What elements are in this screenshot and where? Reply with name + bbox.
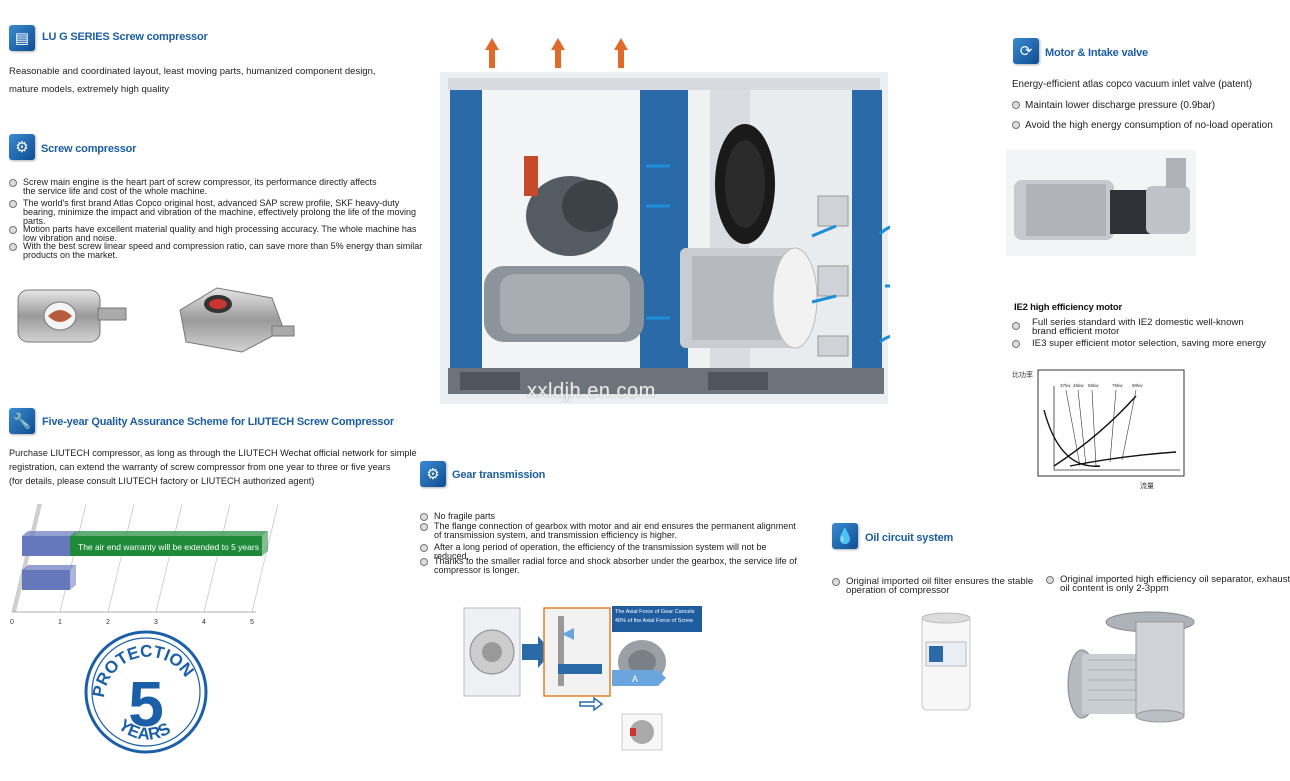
warranty-bar-side bbox=[262, 531, 268, 556]
airflow-arrows bbox=[646, 164, 890, 344]
bullet-icon bbox=[420, 544, 428, 552]
lug-series-title: LU G SERIES Screw compressor bbox=[42, 31, 208, 43]
bullet-icon bbox=[832, 578, 840, 586]
gear-bullet-3: After a long period of operation, the ef… bbox=[420, 543, 804, 561]
screw-rotor-housing-photo bbox=[179, 287, 295, 353]
chart-x-tick: 5 bbox=[250, 619, 254, 626]
badge-number: 5 bbox=[128, 668, 164, 740]
curve-x-label: 流量 bbox=[1140, 481, 1154, 490]
bullet-icon bbox=[9, 226, 17, 234]
screw-compressor-title: Screw compressor bbox=[41, 143, 137, 155]
refresh-icon: ⟳ bbox=[1013, 38, 1039, 64]
warranty-bar bbox=[22, 536, 70, 556]
gear-callout: The Axial Force of Gear Cancels 40% of t… bbox=[612, 606, 702, 632]
screw-bullet-4: With the best screw linear speed and com… bbox=[9, 242, 423, 260]
curve-tick: 55kw bbox=[1088, 383, 1099, 388]
screw-bullet-2: The world's first brand Atlas Copco orig… bbox=[9, 199, 428, 226]
ie2-bullet-1: Full series standard with IE2 domestic w… bbox=[1012, 318, 1262, 336]
wrench-icon: 🔧 bbox=[9, 408, 35, 434]
curve-tick: 75kw bbox=[1112, 383, 1123, 388]
oil-drop-icon: 💧 bbox=[832, 523, 858, 549]
valve-bullet-1: Maintain lower discharge pressure (0.9ba… bbox=[1012, 101, 1215, 111]
chart-gridline-slant bbox=[107, 503, 135, 613]
bullet-icon bbox=[420, 523, 428, 531]
bullet-icon bbox=[1012, 101, 1020, 110]
bullet-icon bbox=[1012, 121, 1020, 130]
warranty-desc-1: Purchase LIUTECH compressor, as long as … bbox=[9, 448, 417, 458]
gear-bullet-1: No fragile parts bbox=[420, 512, 804, 521]
chart-x-tick: 4 bbox=[202, 619, 206, 626]
warranty-bar-side bbox=[70, 565, 76, 590]
warranty-chart: 0 1 2 3 4 5 The air end warranty will be exten… bbox=[10, 503, 279, 626]
oil-bullet-2: Original imported high efficiency oil se… bbox=[1046, 575, 1290, 593]
lug-desc-2: mature models, extremely high quality bbox=[9, 84, 169, 95]
watermark: xxldjh.en.com bbox=[527, 380, 656, 402]
chart-gridline-slant bbox=[251, 503, 279, 613]
chart-gridline-slant bbox=[203, 503, 231, 613]
bullet-icon bbox=[420, 513, 428, 521]
axial-force-marker: A bbox=[632, 674, 638, 684]
gear-bullet-2: The flange connection of gearbox with mo… bbox=[420, 522, 804, 540]
motor-intake-valve-photo bbox=[1006, 150, 1196, 256]
curve-tick: 37kw bbox=[1060, 383, 1071, 388]
warranty-desc-3: (for details, please consult LIUTECH fac… bbox=[9, 476, 315, 486]
oil-filter-photo bbox=[921, 612, 971, 711]
chart-wall-edge bbox=[12, 504, 42, 612]
warranty-title: Five-year Quality Assurance Scheme for L… bbox=[42, 416, 394, 428]
bullet-icon bbox=[1012, 340, 1020, 348]
gears-icon: ⚙ bbox=[9, 134, 35, 160]
warranty-bar-top bbox=[22, 565, 76, 570]
oil-separator-photo bbox=[1067, 611, 1195, 723]
chart-gridline-slant bbox=[11, 503, 39, 613]
bullet-icon bbox=[1046, 576, 1054, 584]
screw-air-end-photo bbox=[17, 289, 127, 343]
warranty-desc-2: registration, can extend the warranty of… bbox=[9, 462, 391, 472]
compressor-cutaway-illustration bbox=[440, 38, 890, 404]
bullet-icon bbox=[9, 243, 17, 251]
chart-gridline-slant bbox=[59, 503, 87, 613]
bullet-icon bbox=[420, 558, 428, 566]
ie2-motor-title: IE2 high efficiency motor bbox=[1014, 302, 1122, 313]
bullet-icon bbox=[9, 200, 17, 208]
oil-bullet-1: Original imported oil filter ensures the… bbox=[832, 577, 1046, 595]
chart-x-tick: 1 bbox=[58, 619, 62, 626]
ie2-bullet-2: IE3 super efficient motor selection, sav… bbox=[1012, 339, 1290, 348]
motor-intake-title: Motor & Intake valve bbox=[1045, 47, 1148, 59]
curve-tick: 90kw bbox=[1132, 383, 1143, 388]
curve-y-label: 比功率 bbox=[1012, 370, 1033, 379]
warranty-bar-top bbox=[22, 531, 76, 536]
chart-gridline-slant bbox=[155, 503, 183, 613]
screw-bullet-3: Motion parts have excellent material qua… bbox=[9, 225, 428, 243]
chart-x-tick: 3 bbox=[154, 619, 158, 626]
warranty-bar-label: The air end warranty will be extended to… bbox=[78, 542, 259, 552]
book-icon: ▤ bbox=[9, 25, 35, 51]
chart-x-tick: 2 bbox=[106, 619, 110, 626]
gearbox-diagram: A bbox=[463, 607, 666, 751]
chart-x-tick: 0 bbox=[10, 619, 14, 626]
curve-tick: 45kw bbox=[1073, 383, 1084, 388]
protection-5-years-badge: PROTECTION 5 YEARS bbox=[84, 630, 208, 754]
bullet-icon bbox=[9, 179, 17, 187]
gear-icon: ⚙ bbox=[420, 461, 446, 487]
exhaust-arrows bbox=[485, 38, 628, 68]
valve-bullet-2: Avoid the high energy consumption of no-… bbox=[1012, 121, 1273, 131]
warranty-bar-top bbox=[70, 531, 268, 536]
oil-circuit-title: Oil circuit system bbox=[865, 532, 954, 544]
motor-valve-desc: Energy-efficient atlas copco vacuum inle… bbox=[1012, 79, 1252, 90]
gear-transmission-title: Gear transmission bbox=[452, 469, 546, 481]
gear-bullet-4: Thanks to the smaller radial force and s… bbox=[420, 557, 804, 575]
bullet-icon bbox=[1012, 322, 1020, 330]
lug-desc-1: Reasonable and coordinated layout, least… bbox=[9, 66, 376, 77]
motor-efficiency-curve: 比功率 37kw 45kw 55kw 75kw 90kw 流量 bbox=[1012, 369, 1185, 490]
screw-bullet-1: Screw main engine is the heart part of s… bbox=[9, 178, 383, 196]
warranty-bar bbox=[22, 570, 70, 590]
warranty-bar bbox=[70, 536, 262, 556]
